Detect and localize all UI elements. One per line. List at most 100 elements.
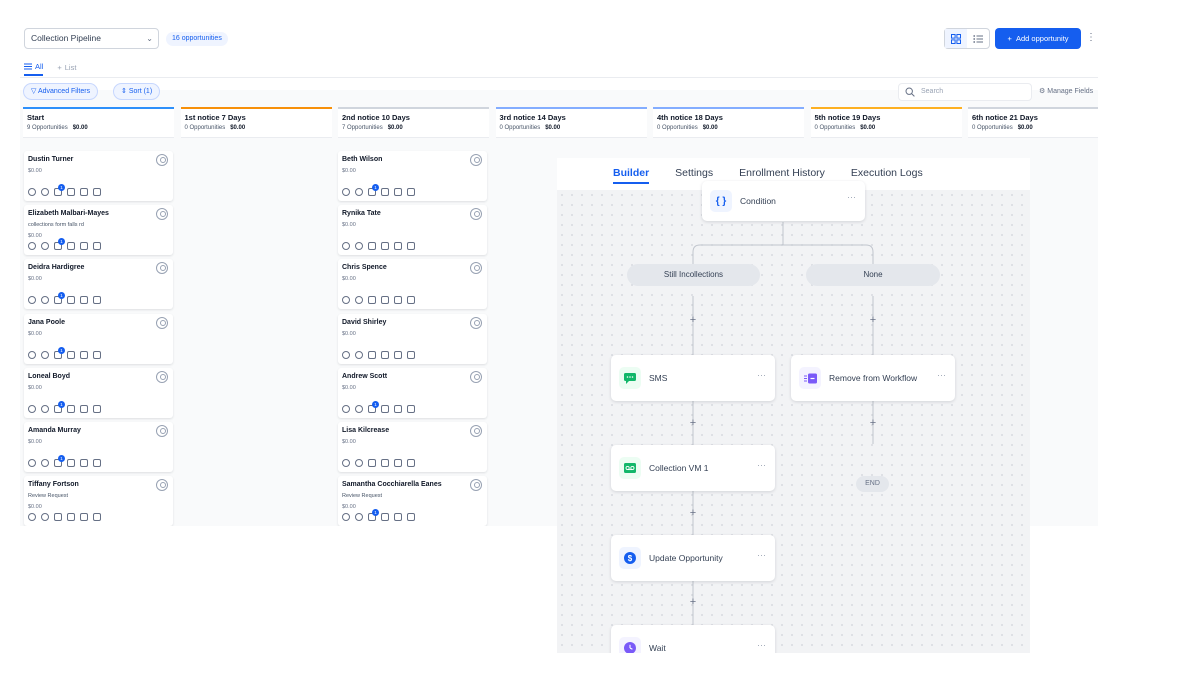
avatar-icon[interactable]	[470, 425, 482, 437]
tag-icon[interactable]: 1	[54, 292, 65, 305]
contact-name[interactable]: Deidra Hardigree	[28, 264, 85, 272]
document-icon[interactable]	[67, 242, 75, 251]
calendar-icon[interactable]	[407, 459, 415, 467]
avatar-icon[interactable]	[156, 154, 168, 166]
tab-settings[interactable]: Settings	[675, 167, 714, 179]
checkbox-icon[interactable]	[80, 513, 88, 522]
chat-icon[interactable]	[355, 404, 363, 413]
contact-name[interactable]: David Shirley	[342, 318, 387, 326]
node-menu-icon[interactable]: ···	[847, 192, 856, 202]
avatar-icon[interactable]	[156, 262, 168, 275]
calendar-icon[interactable]	[93, 296, 101, 305]
chat-icon[interactable]	[41, 459, 49, 467]
chat-icon[interactable]	[41, 242, 49, 251]
add-step-icon[interactable]: +	[689, 417, 697, 429]
document-icon[interactable]	[381, 459, 389, 467]
avatar-icon[interactable]	[470, 208, 482, 221]
chat-icon[interactable]	[355, 459, 363, 467]
node-menu-icon[interactable]: ···	[757, 640, 766, 650]
chat-icon[interactable]	[355, 296, 363, 305]
tag-icon[interactable]	[368, 459, 376, 467]
checkbox-icon[interactable]	[80, 242, 88, 251]
contact-name[interactable]: Jana Poole	[28, 318, 65, 326]
checkbox-icon[interactable]	[394, 513, 402, 522]
opportunity-card[interactable]: David Shirley$0.00	[338, 313, 487, 364]
document-icon[interactable]	[67, 350, 75, 359]
more-options-icon[interactable]: ⋮	[1086, 32, 1096, 43]
tab-list[interactable]: + List	[57, 58, 76, 76]
phone-icon[interactable]	[28, 459, 36, 467]
calendar-icon[interactable]	[407, 513, 415, 522]
list-view-icon[interactable]	[967, 29, 989, 48]
phone-icon[interactable]	[342, 404, 350, 413]
avatar-icon[interactable]	[470, 262, 482, 275]
checkbox-icon[interactable]	[394, 296, 402, 305]
tag-icon[interactable]	[368, 242, 376, 251]
tab-all[interactable]: All	[24, 58, 44, 76]
chat-icon[interactable]	[355, 188, 363, 196]
node-menu-icon[interactable]: ···	[757, 370, 766, 380]
branch-still-incollections[interactable]: Still Incollections	[627, 264, 760, 286]
avatar-icon[interactable]	[470, 370, 482, 383]
contact-name[interactable]: Tiffany Fortson	[28, 481, 79, 489]
sms-node[interactable]: SMS ···	[611, 355, 775, 401]
document-icon[interactable]	[381, 188, 389, 196]
chat-icon[interactable]	[41, 404, 49, 413]
document-icon[interactable]	[67, 459, 75, 467]
manage-fields-button[interactable]: ⚙ Manage Fields	[1039, 87, 1093, 95]
checkbox-icon[interactable]	[80, 296, 88, 305]
document-icon[interactable]	[67, 513, 75, 522]
document-icon[interactable]	[381, 513, 389, 522]
checkbox-icon[interactable]	[394, 188, 402, 196]
add-step-icon[interactable]: +	[689, 596, 697, 608]
calendar-icon[interactable]	[407, 242, 415, 251]
calendar-icon[interactable]	[93, 459, 101, 467]
tag-icon[interactable]: 1	[368, 400, 379, 413]
phone-icon[interactable]	[28, 242, 36, 251]
add-step-icon[interactable]: +	[869, 314, 877, 326]
checkbox-icon[interactable]	[394, 404, 402, 413]
condition-node[interactable]: { } Condition ···	[702, 181, 865, 221]
chat-icon[interactable]	[355, 513, 363, 522]
avatar-icon[interactable]	[470, 154, 482, 166]
calendar-icon[interactable]	[407, 296, 415, 305]
contact-name[interactable]: Dustin Turner	[28, 156, 74, 163]
phone-icon[interactable]	[342, 513, 350, 522]
phone-icon[interactable]	[342, 296, 350, 305]
add-step-icon[interactable]: +	[869, 417, 877, 429]
avatar-icon[interactable]	[156, 208, 168, 221]
checkbox-icon[interactable]	[80, 404, 88, 413]
calendar-icon[interactable]	[407, 404, 415, 413]
tag-icon[interactable]	[54, 513, 62, 522]
contact-name[interactable]: Samantha Cocchiarella Eanes	[342, 481, 442, 489]
tag-icon[interactable]: 1	[54, 238, 65, 251]
chat-icon[interactable]	[41, 513, 49, 522]
avatar-icon[interactable]	[470, 479, 482, 492]
opportunity-card[interactable]: Lisa Kilcrease$0.00	[338, 422, 487, 472]
checkbox-icon[interactable]	[394, 350, 402, 359]
advanced-filters-button[interactable]: ▽ Advanced Filters	[23, 83, 99, 100]
chat-icon[interactable]	[355, 242, 363, 251]
avatar-icon[interactable]	[156, 479, 168, 492]
checkbox-icon[interactable]	[80, 459, 88, 467]
calendar-icon[interactable]	[93, 242, 101, 251]
phone-icon[interactable]	[28, 513, 36, 522]
avatar-icon[interactable]	[156, 370, 168, 383]
checkbox-icon[interactable]	[80, 350, 88, 359]
calendar-icon[interactable]	[407, 350, 415, 359]
contact-name[interactable]: Rynika Tate	[342, 210, 381, 218]
opportunity-card[interactable]: Rynika Tate$0.00	[338, 205, 487, 256]
document-icon[interactable]	[67, 296, 75, 305]
document-icon[interactable]	[381, 296, 389, 305]
chat-icon[interactable]	[355, 350, 363, 359]
sort-button[interactable]: ⇕ Sort (1)	[113, 83, 161, 100]
contact-name[interactable]: Loneal Boyd	[28, 372, 71, 380]
wait-node[interactable]: Wait ···	[611, 625, 775, 653]
node-menu-icon[interactable]: ···	[757, 460, 766, 470]
